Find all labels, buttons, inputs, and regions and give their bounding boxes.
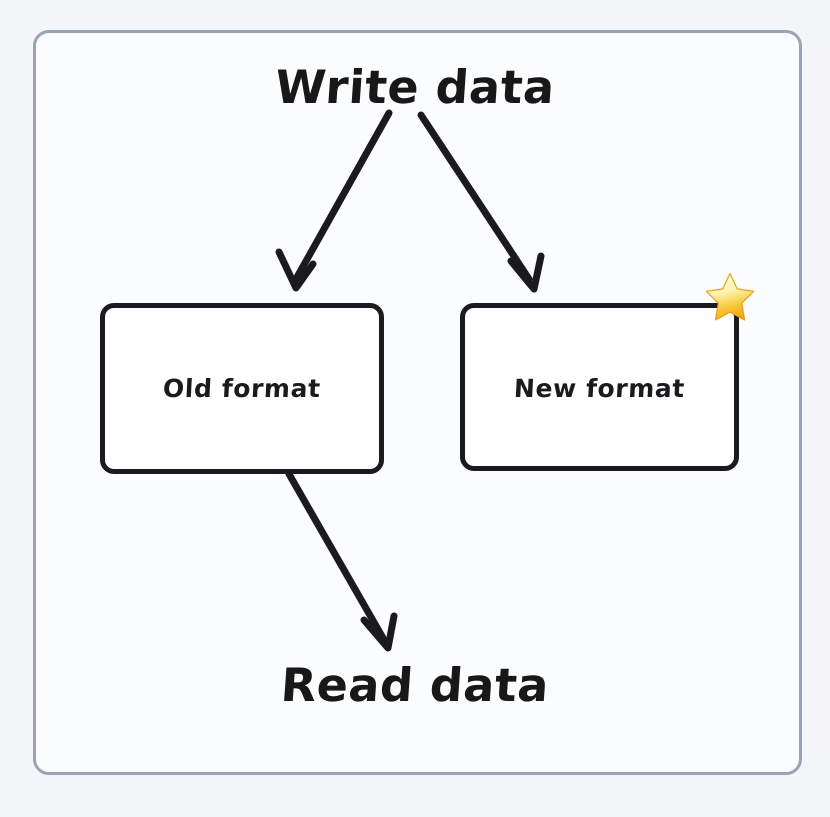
page-title-read-data: Read data	[279, 658, 551, 712]
page-title-write-data: Write data	[273, 60, 557, 114]
node-old-format[interactable]: Old format	[100, 303, 384, 474]
node-new-format[interactable]: New format	[460, 303, 739, 471]
node-new-format-label: New format	[513, 373, 686, 403]
node-old-format-label: Old format	[162, 374, 322, 403]
